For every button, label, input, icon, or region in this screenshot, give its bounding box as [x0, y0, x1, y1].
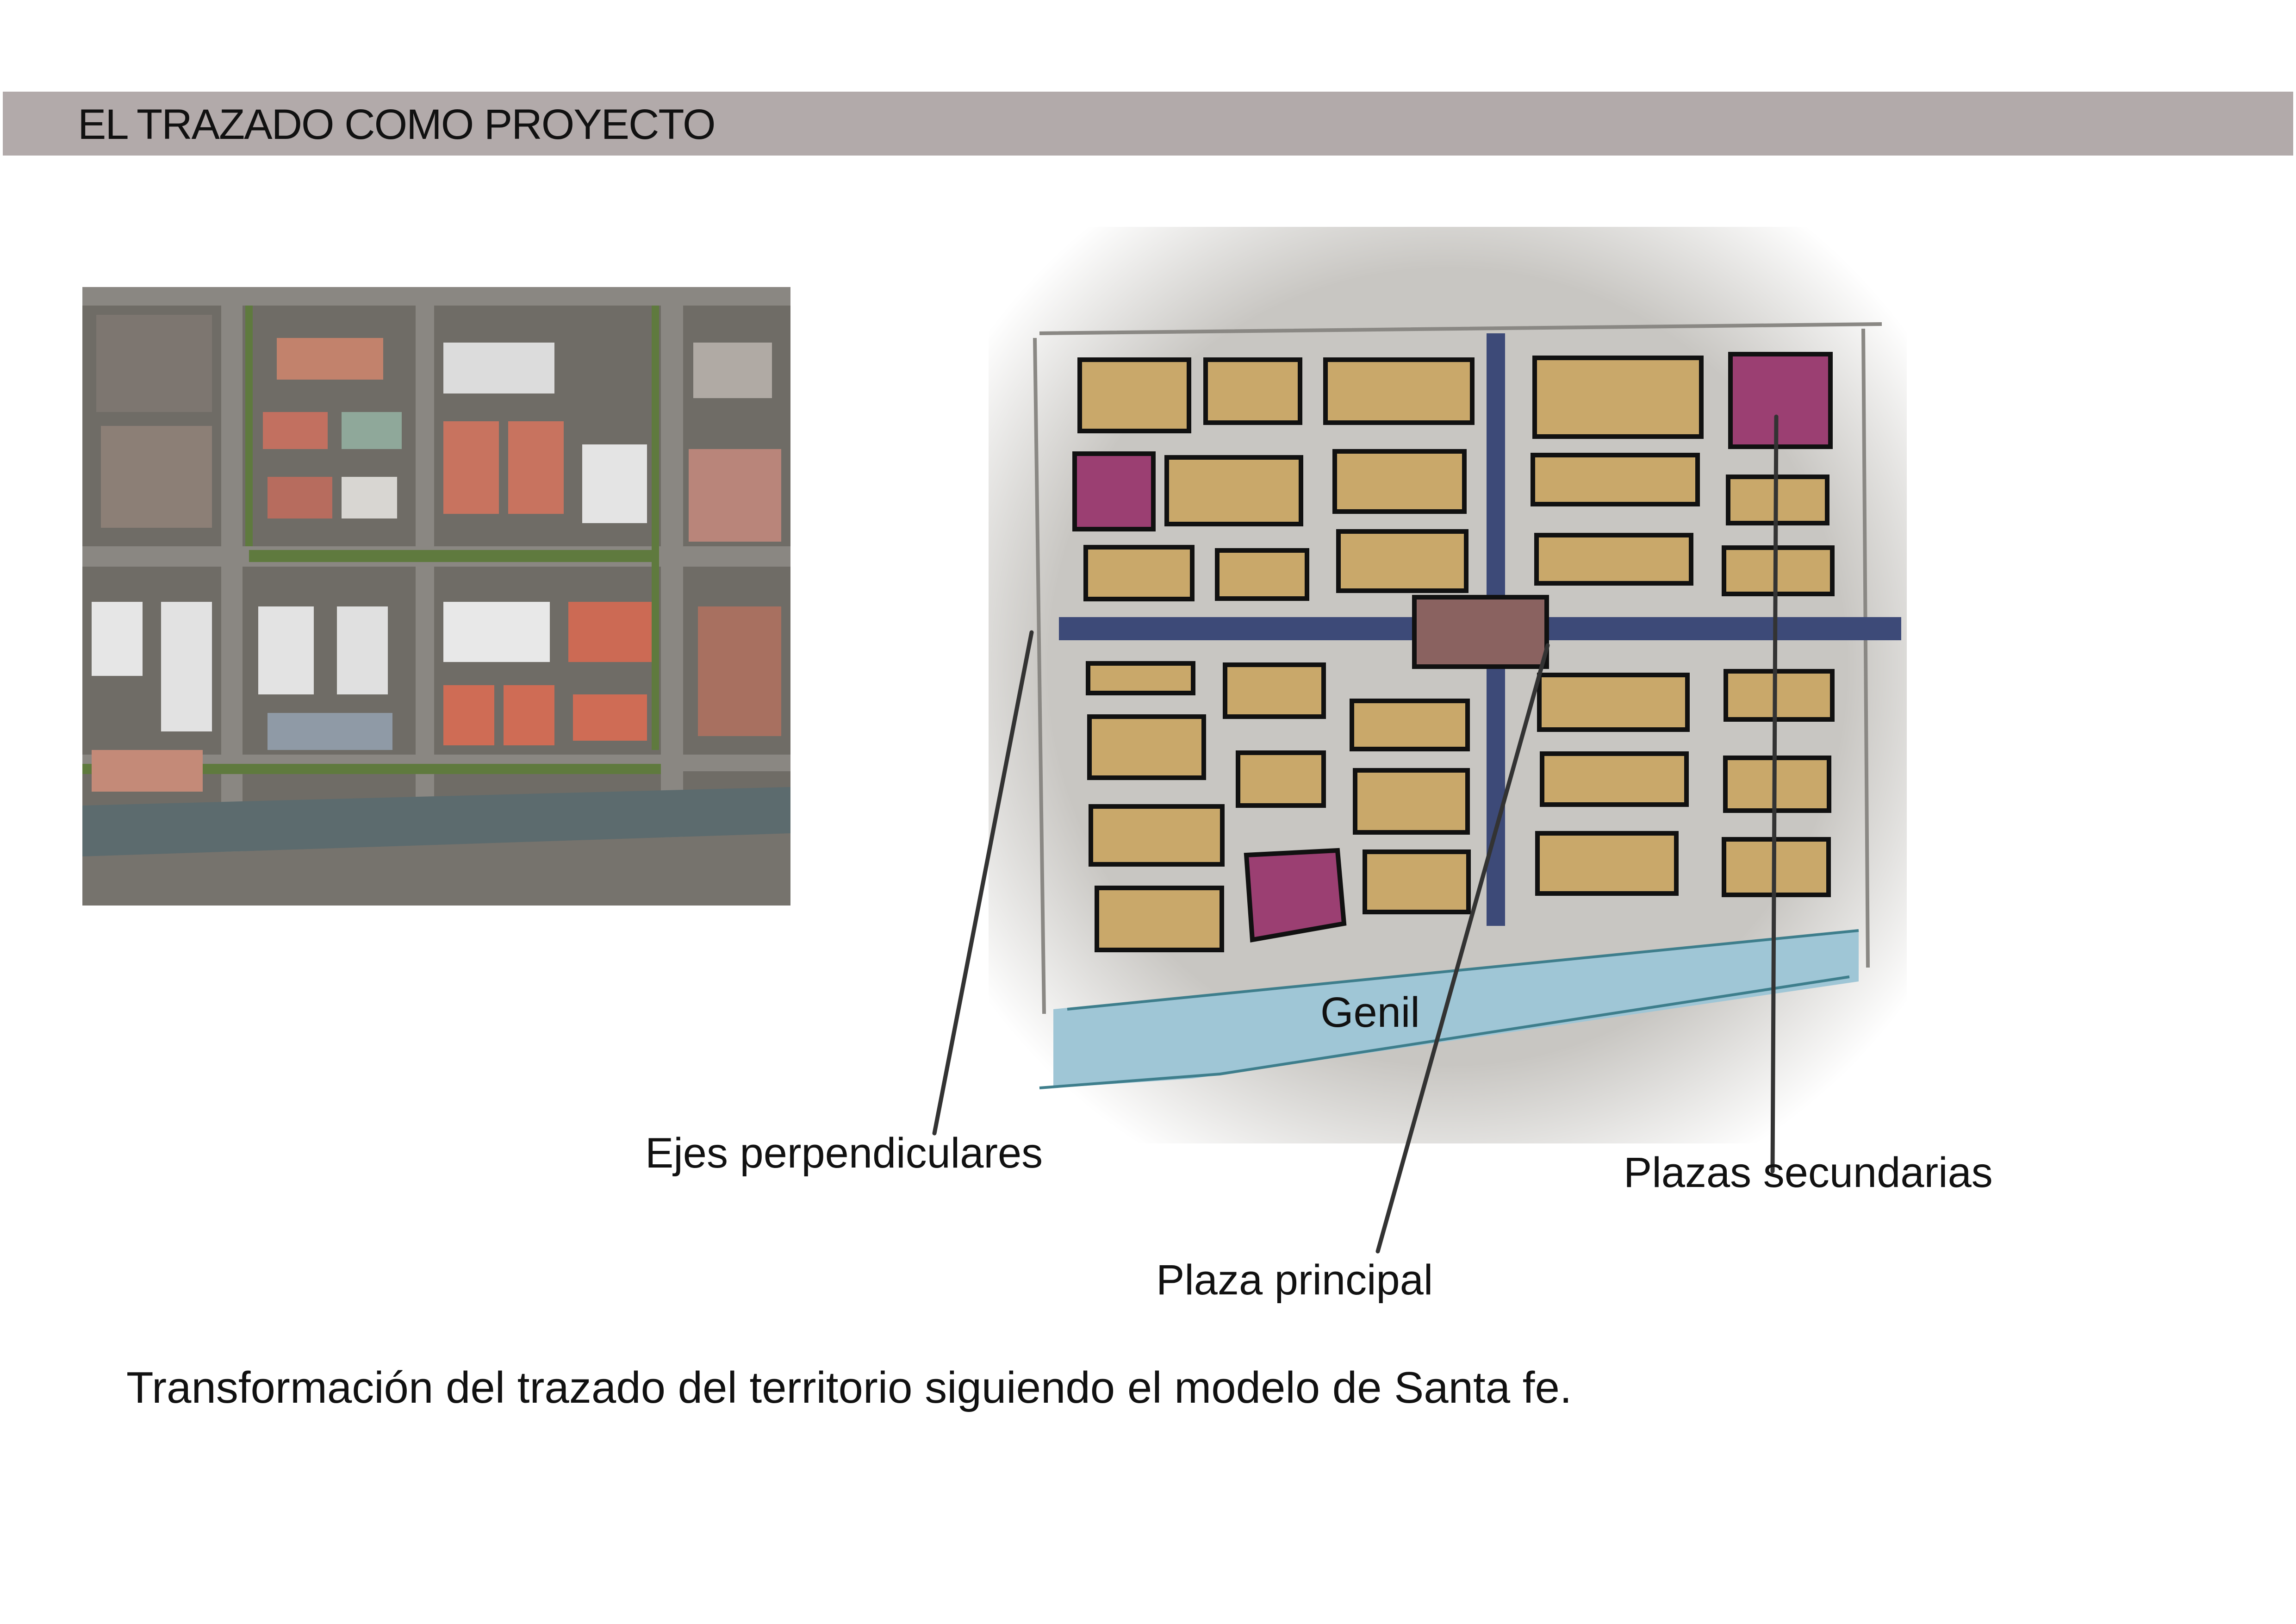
aerial-city-photo: [82, 287, 790, 906]
river-label: Genil: [1320, 989, 1420, 1036]
secondary-plaza: [1728, 352, 1833, 449]
page-title: EL TRAZADO COMO PROYECTO: [78, 101, 716, 148]
label-secondary-plazas: Plazas secundarias: [1624, 1149, 1993, 1196]
urban-plan-sketch: [989, 227, 1907, 1143]
main-plaza: [1412, 595, 1549, 669]
header-bar: [3, 92, 2293, 156]
caption: Transformación del trazado del territori…: [126, 1363, 1572, 1412]
label-main-plaza: Plaza principal: [1156, 1256, 1433, 1304]
secondary-plaza: [1072, 451, 1156, 531]
label-perpendicular-axes: Ejes perpendiculares: [645, 1130, 1043, 1177]
secondary-plaza: [1244, 848, 1347, 943]
